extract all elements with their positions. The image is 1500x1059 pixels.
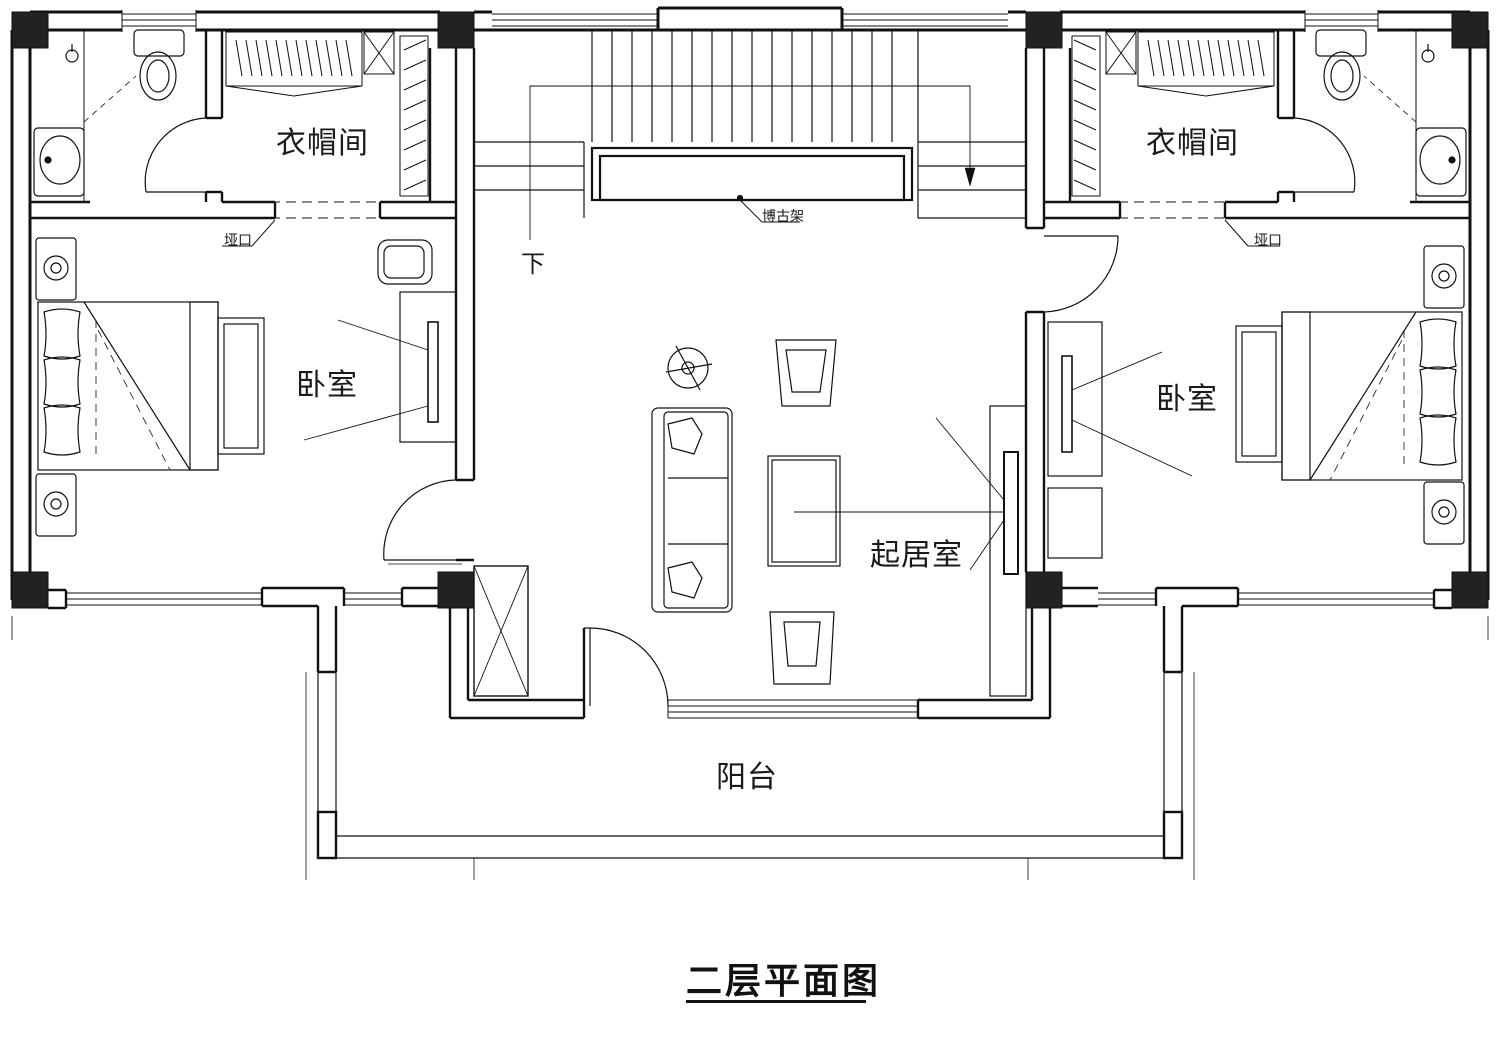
- opening-leaders: [222, 219, 1280, 247]
- drawing-title-underline: [686, 1000, 866, 1003]
- opening-right-label: 垭口: [1254, 233, 1282, 249]
- structural-columns: [11, 11, 1489, 609]
- staircase: [474, 30, 1026, 240]
- bedroom-bottom-walls: [48, 586, 1452, 674]
- lower-storage: [473, 565, 529, 697]
- right-bathroom: [1293, 29, 1467, 202]
- left-bedroom-furniture: [35, 237, 462, 565]
- bedroom-left-label: 卧室: [296, 368, 358, 403]
- top-windows: [121, 10, 1379, 32]
- stair-down-label: 下: [521, 250, 545, 278]
- right-wardrobe: [1071, 31, 1275, 197]
- living-room-furniture: [584, 339, 1027, 707]
- exterior-walls: [10, 6, 1490, 600]
- drawing-title: 二层平面图: [686, 961, 882, 1002]
- left-wardrobe: [225, 31, 429, 197]
- bedroom-windows: [66, 592, 1434, 719]
- cloakroom-left-label: 衣帽间: [276, 126, 369, 161]
- cloakroom-right-label: 衣帽间: [1146, 126, 1239, 161]
- right-bedroom-furniture: [1043, 235, 1465, 559]
- curio-shelf: [590, 146, 914, 223]
- openings: [222, 201, 1278, 219]
- bedroom-right-label: 卧室: [1156, 382, 1218, 417]
- curio-shelf-label: 博古架: [762, 209, 804, 225]
- opening-left-label: 垭口: [224, 233, 252, 249]
- balcony: [11, 616, 1489, 880]
- balcony-label: 阳台: [716, 760, 778, 795]
- living-room-label: 起居室: [870, 538, 963, 573]
- left-bathroom: [33, 29, 207, 202]
